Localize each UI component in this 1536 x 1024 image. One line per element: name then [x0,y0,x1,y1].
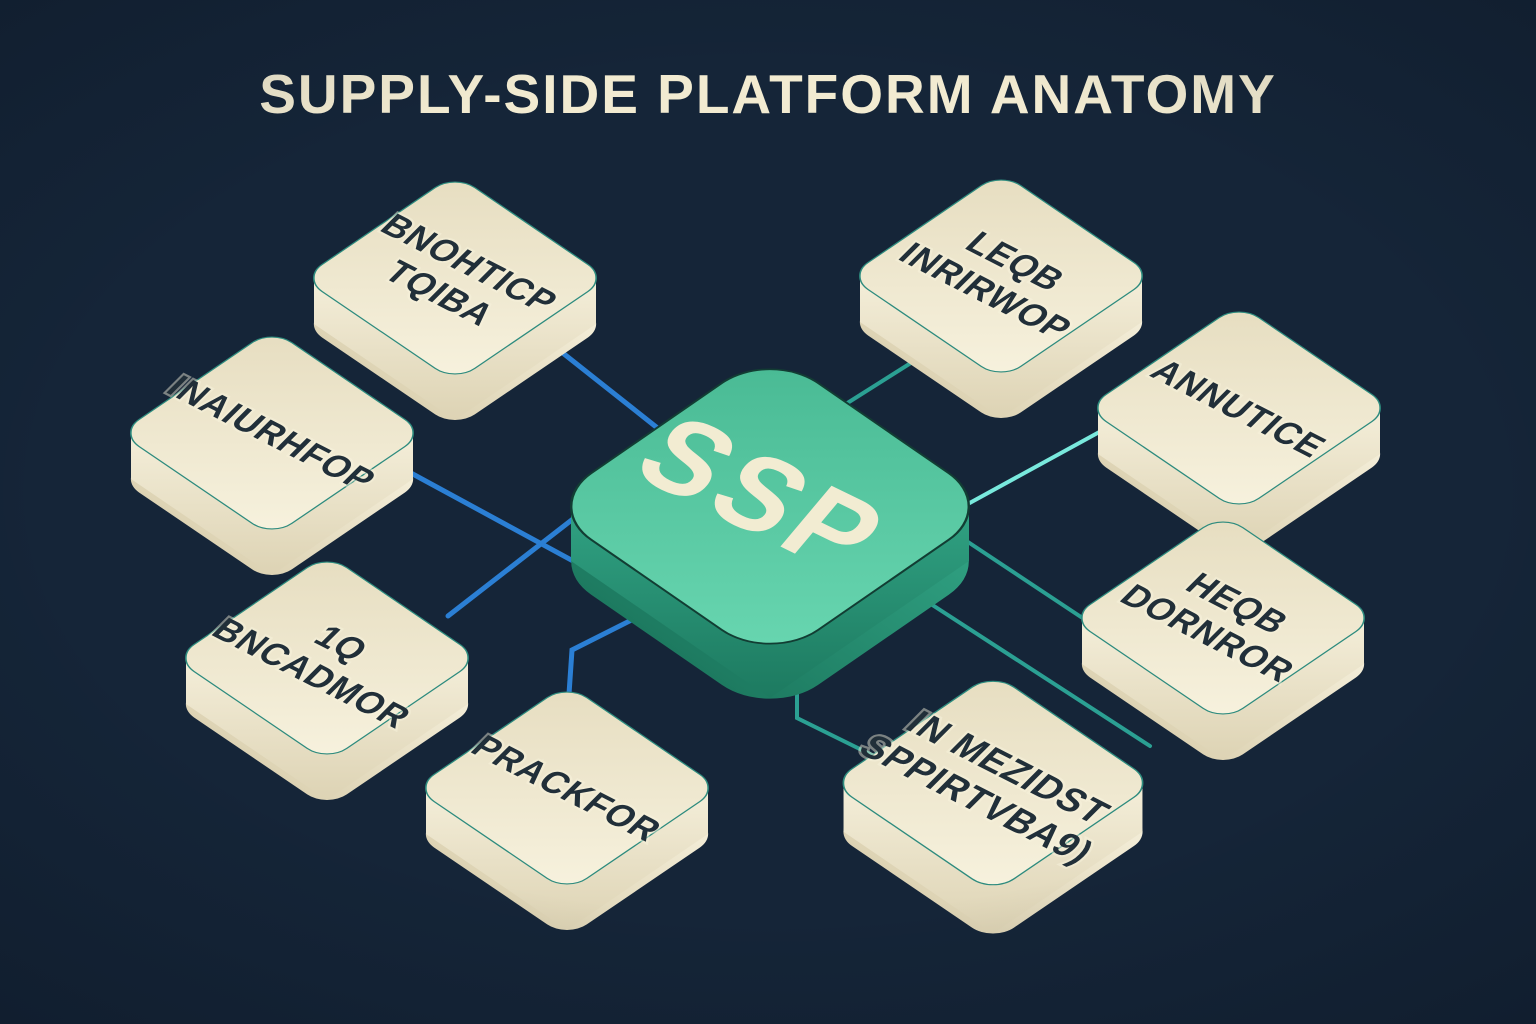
node-leqb-inrirwop: LEQB INRIRWOP [859,179,1143,418]
connector-ssp-inmezidst-long [898,582,1152,748]
node-annutice: ANNUTICE [1097,311,1381,550]
ssp-box-top-face [569,368,971,645]
ssp-box-side-face [571,508,969,698]
connector-ssp-heqb [966,540,1083,619]
node-heqb-dornror: HEQB DORNROR [1081,521,1365,760]
diagram-title: SUPPLY-SIDE PLATFORM ANATOMY [259,63,1277,125]
node-bnohticp-tqiba: BNOHTICP TQIBA [313,181,597,420]
connector-annutice-ssp [964,428,1105,507]
ssp-center-node: SSP [569,368,971,699]
node-1q-bncadmor: 1Q BNCADMOR [185,561,469,800]
node-in-mezidst-sppirtvba9: IN MEZIDST SPPIRTVBA9) [842,680,1144,934]
node-prackfor: PRACKFOR [425,691,709,930]
node-inaiurhfop: INAIURHFOP [130,336,414,575]
